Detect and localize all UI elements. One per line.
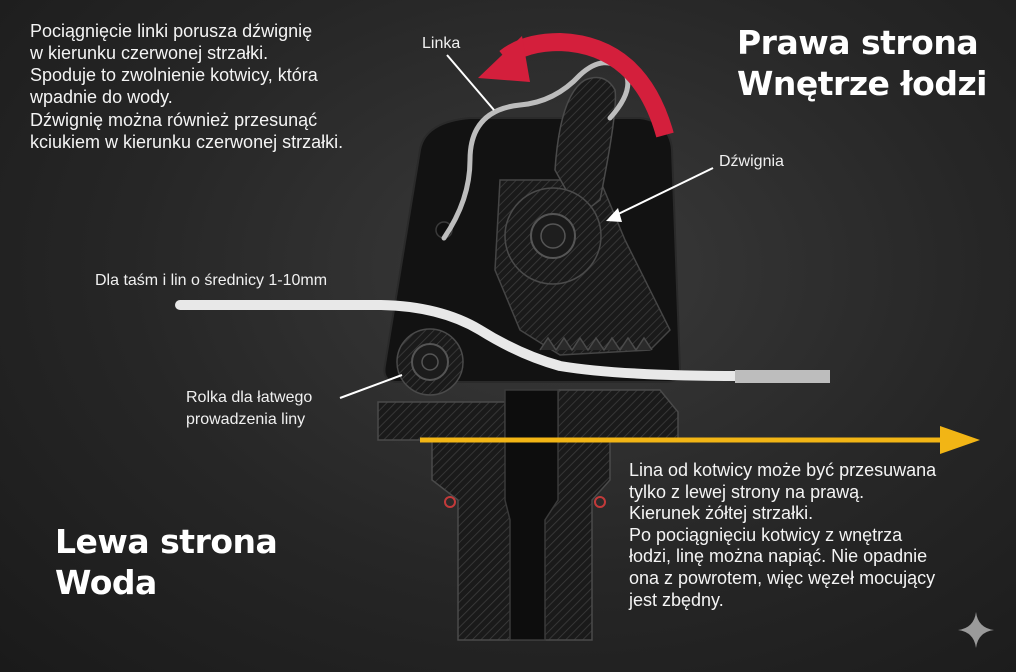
direction-line: tylko z lewej strony na prawą. bbox=[629, 481, 865, 502]
dzwignia-pointer bbox=[609, 167, 714, 219]
seal-right bbox=[594, 496, 606, 508]
roller-pointer bbox=[339, 374, 403, 399]
intro-line: kciukiem w kierunku czerwonej strzałki. bbox=[30, 131, 344, 152]
direction-text: Lina od kotwicy może być przesuwana tylk… bbox=[629, 460, 936, 611]
base-plate bbox=[377, 401, 506, 441]
ratchet-teeth bbox=[539, 336, 653, 352]
intro-line: Pociągnięcie linki porusza dźwignię bbox=[30, 21, 313, 41]
intro-line: wpadnie do wody. bbox=[30, 87, 173, 108]
stem-bore bbox=[504, 389, 559, 641]
direction-line: ona z powrotem, więc węzeł mocujący bbox=[629, 567, 936, 588]
direction-line: Po pociągnięciu kotwicy z wnętrza bbox=[629, 524, 903, 545]
roller-label-line: prowadzenia liny bbox=[186, 411, 306, 429]
left-side-title-line: Woda bbox=[55, 563, 157, 603]
direction-line: jest zbędny. bbox=[629, 589, 724, 610]
right-side-title: Prawa strona Wnętrze łodzi bbox=[737, 22, 987, 105]
direction-line: łodzi, linę można napiąć. Nie opadnie bbox=[629, 546, 928, 567]
yellow-arrowhead bbox=[940, 426, 980, 454]
intro-line: Dźwignię można również przesunąć bbox=[30, 109, 318, 130]
linka-pointer bbox=[446, 54, 495, 111]
lever-arm bbox=[554, 76, 617, 217]
intro-text: Pociągnięcie linki porusza dźwignię w ki… bbox=[30, 20, 343, 153]
right-side-title-line: Prawa strona bbox=[737, 23, 979, 62]
red-arrowhead bbox=[478, 36, 530, 82]
roller-label-line: Rolka dla łatwego bbox=[186, 389, 313, 406]
rope-line bbox=[175, 300, 745, 381]
left-side-title: Lewa strona Woda bbox=[55, 521, 278, 604]
intro-line: Spoduje to zwolnienie kotwicy, która bbox=[30, 65, 318, 86]
intro-line: w kierunku czerwonej strzałki. bbox=[30, 43, 269, 64]
seal-left bbox=[444, 496, 456, 508]
left-side-title-line: Lewa strona bbox=[55, 522, 278, 561]
line-diameter-label: Dla taśm i lin o średnicy 1-10mm bbox=[95, 272, 328, 289]
linka-label: Linka bbox=[422, 35, 461, 52]
right-side-title-line: Wnętrze łodzi bbox=[737, 64, 987, 104]
lever-hub-center bbox=[540, 223, 566, 249]
direction-line: Lina od kotwicy może być przesuwana bbox=[629, 460, 937, 480]
dzwignia-label: Dźwignia bbox=[719, 153, 784, 170]
roller-center bbox=[421, 353, 439, 371]
dzwignia-pointer-head bbox=[606, 208, 622, 222]
direction-line: Kierunek żółtej strzałki. bbox=[629, 503, 814, 524]
sparkle-icon bbox=[958, 612, 994, 648]
base-plate-right bbox=[557, 389, 679, 441]
roller-label: Rolka dla łatwego prowadzenia liny bbox=[186, 387, 312, 432]
rope-end bbox=[735, 370, 830, 383]
